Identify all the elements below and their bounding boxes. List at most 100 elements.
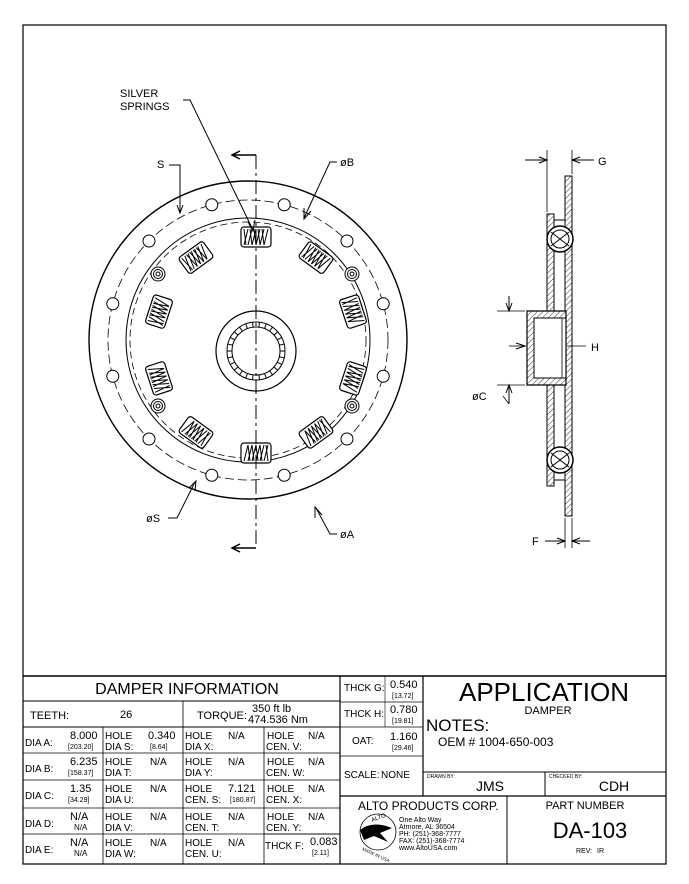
bird-icon	[360, 824, 392, 842]
callout-silver-springs-1: SILVER	[120, 88, 158, 100]
thck-h-label: THCK H:	[344, 709, 384, 720]
damper-info-title: DAMPER INFORMATION	[95, 681, 279, 698]
hole-label: HOLE	[267, 812, 295, 823]
spline-tooth	[279, 343, 285, 346]
hole-dia-value: N/A	[150, 838, 167, 849]
hole-dia-value: N/A	[150, 784, 167, 795]
hole-dia-label: DIA S:	[105, 742, 133, 753]
hole-pos-value: N/A	[228, 757, 245, 768]
company-fax: FAX: (251)-368-7774	[399, 838, 464, 845]
hole-label: HOLE	[105, 731, 133, 742]
hole-dia-value: N/A	[150, 812, 167, 823]
hole-pos-value: N/A	[228, 812, 245, 823]
mounting-hole	[376, 297, 390, 311]
logo-top-text: ALTO	[371, 813, 388, 824]
thck-f-value: 0.083	[310, 836, 338, 848]
hole-cen-value: N/A	[308, 784, 325, 795]
spline-tooth	[239, 326, 243, 332]
row-metric: N/A	[74, 823, 88, 832]
notes-value: OEM # 1004-650-003	[438, 735, 554, 749]
hole-label: HOLE	[185, 812, 213, 823]
logo-bottom-text: MADE IN USA	[362, 846, 391, 863]
mounting-hole	[205, 198, 219, 212]
rivet	[150, 398, 166, 414]
section-arrow-bottom	[230, 543, 256, 553]
leader-dia-a	[315, 507, 337, 535]
callout-silver-springs-2: SPRINGS	[120, 101, 170, 113]
alto-logo: ALTO MADE IN USA	[359, 813, 397, 863]
spline-tooth	[233, 331, 239, 336]
hole-dia-label: DIA W:	[105, 849, 136, 860]
hole-dia-value: N/A	[150, 757, 167, 768]
spline-tooth	[277, 337, 282, 341]
part-number-value: DA-103	[553, 818, 628, 843]
mounting-hole	[376, 369, 390, 383]
spline-tooth	[230, 337, 235, 341]
company-address-1: One Alto Way	[399, 817, 442, 824]
row-value: 1.35	[70, 783, 91, 795]
spline-tooth	[245, 373, 248, 379]
dim-f-arrow-left	[545, 537, 567, 545]
row-label: DIA B:	[25, 764, 53, 775]
mounting-hole	[277, 198, 291, 212]
hole-label: HOLE	[185, 838, 213, 849]
hole-pos-label: DIA Y:	[185, 768, 213, 779]
hole-pos-value: N/A	[228, 838, 245, 849]
hole-cen-label: CEN. Y:	[266, 823, 301, 834]
spline-tooth	[252, 374, 254, 380]
notes-label: NOTES:	[426, 716, 489, 735]
title-block-text: DAMPER INFORMATION TEETH: 26 TORQUE: 350…	[25, 677, 629, 863]
thck-h-value: 0.780	[390, 704, 418, 716]
mounting-hole	[106, 369, 120, 383]
thck-g-value: 0.540	[390, 679, 418, 691]
hole-label: HOLE	[267, 757, 295, 768]
thck-h-metric: [19.81]	[392, 718, 413, 725]
callout-s: S	[157, 159, 164, 171]
row-label: DIA A:	[25, 738, 53, 749]
scale-value: NONE	[381, 770, 410, 781]
dim-g-arrow-right	[570, 156, 594, 164]
torque-value-nm: 474.536 Nm	[248, 714, 308, 726]
hole-pos-value: N/A	[228, 731, 245, 742]
checked-by-value: CDH	[599, 778, 629, 794]
spline-tooth	[227, 356, 233, 359]
torque-label: TORQUE:	[197, 710, 247, 722]
hole-dia-label: DIA V:	[105, 823, 133, 834]
spline-tooth	[233, 366, 239, 371]
front-view: SILVER SPRINGS S øB øS øA	[88, 88, 408, 553]
spline-tooth	[264, 373, 267, 379]
oat-metric: [29.46]	[392, 745, 413, 752]
company-name: ALTO PRODUCTS CORP.	[358, 799, 499, 813]
section-arrow-top	[230, 150, 256, 160]
row-value: 6.235	[70, 756, 98, 768]
spline-tooth	[245, 323, 248, 329]
teeth-label: TEETH:	[30, 710, 69, 722]
leader-dia-s	[168, 481, 196, 519]
teeth-value: 26	[120, 709, 132, 721]
thck-g-metric: [13.72]	[392, 693, 413, 700]
drawn-by-label: DRAWN BY:	[427, 774, 455, 780]
row-metric: [203.20]	[68, 744, 93, 751]
spline-tooth	[230, 361, 235, 365]
spline-tooth	[269, 326, 273, 332]
hole-label: HOLE	[267, 784, 295, 795]
row-metric: N/A	[74, 849, 88, 858]
hole-label: HOLE	[267, 731, 295, 742]
spline-tooth	[227, 343, 233, 346]
hole-pos-label: CEN. S:	[185, 795, 221, 806]
thck-f-label: THCK F:	[265, 841, 304, 852]
oat-value: 1.160	[390, 731, 418, 743]
hole-dia-metric: [8.64]	[150, 744, 168, 751]
part-number-label: PART NUMBER	[546, 800, 625, 812]
leader-dia-b	[303, 161, 337, 219]
spline-tooth	[273, 366, 279, 371]
spline-tooth	[264, 323, 267, 329]
mounting-hole	[142, 234, 156, 248]
dim-f-arrow-right	[570, 537, 590, 545]
hole-cen-value: N/A	[308, 757, 325, 768]
hole-label: HOLE	[105, 784, 133, 795]
callout-dia-b: øB	[340, 157, 354, 169]
thck-g-label: THCK G:	[344, 683, 385, 694]
